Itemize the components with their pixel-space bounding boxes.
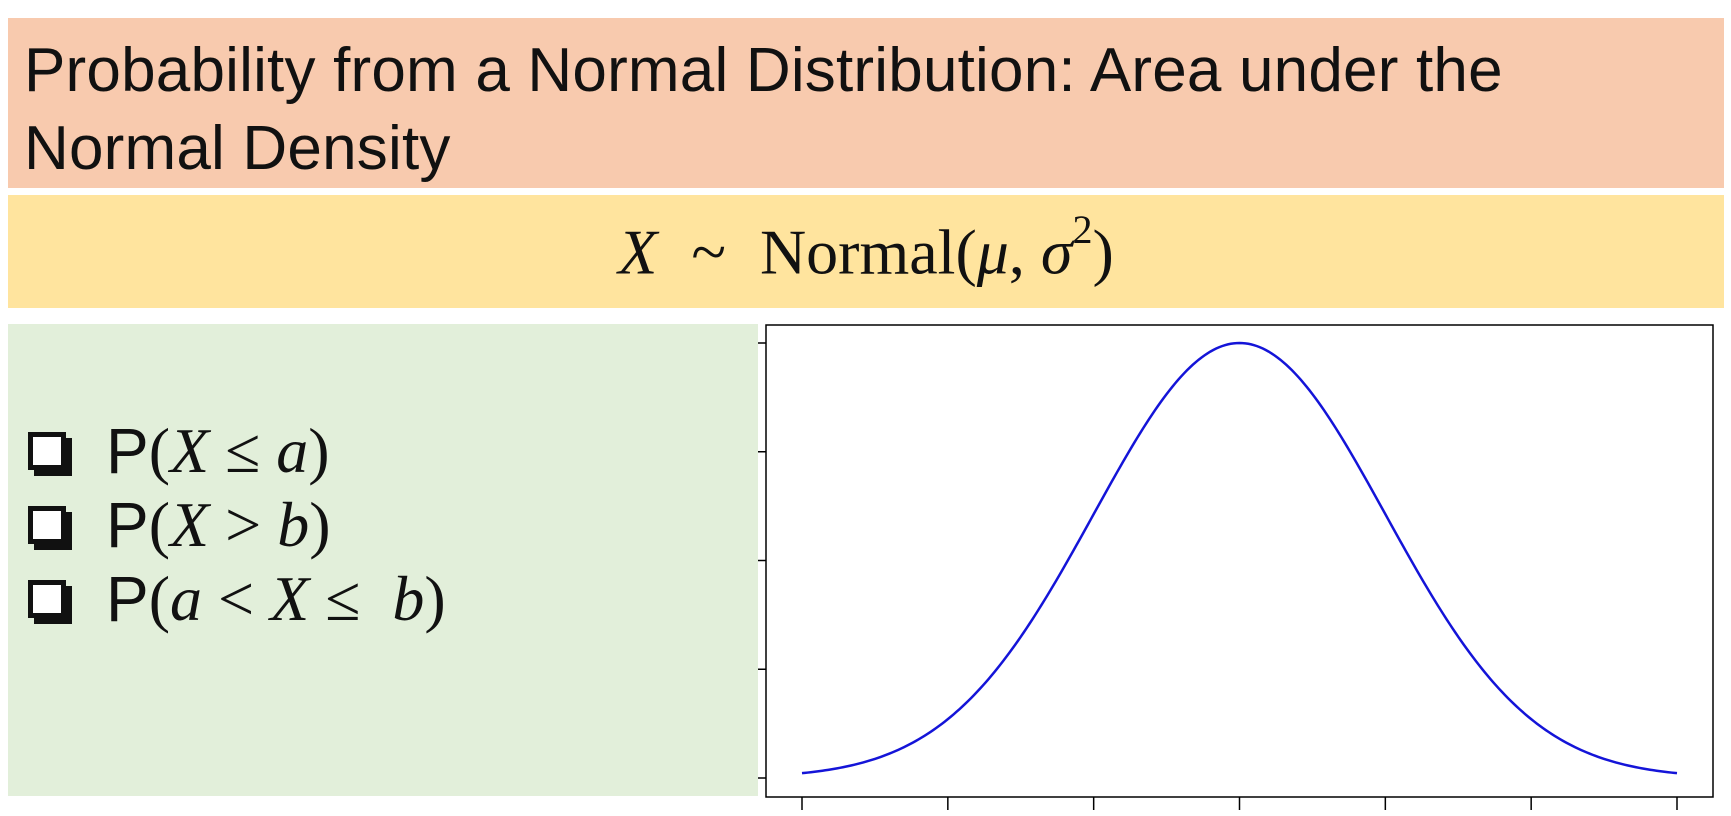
formula-sigma: σ xyxy=(1040,216,1073,288)
prob-p: P xyxy=(106,489,149,561)
formula-open-paren: ( xyxy=(955,216,977,288)
formula-comma: , xyxy=(1008,216,1041,288)
title-line-1: Probability from a Normal Distribution: … xyxy=(24,36,1503,105)
formula-dist-name: Normal xyxy=(759,216,956,288)
title-line-2: Normal Density xyxy=(24,114,451,183)
probability-list: P(X ≤ a) P(X > b) P(a < X ≤ b) xyxy=(28,414,446,636)
prob-op: ≤ xyxy=(309,563,393,634)
y-axis-ticks xyxy=(758,342,766,779)
prob-term: X xyxy=(170,489,210,560)
prob-op: ≤ xyxy=(209,415,277,486)
prob-term: a xyxy=(170,563,202,634)
close-paren: ) xyxy=(309,489,331,560)
open-paren: ( xyxy=(148,489,170,560)
density-curve xyxy=(801,341,1678,775)
prob-op: < xyxy=(202,563,271,634)
list-item: P(X > b) xyxy=(28,488,446,562)
formula-mu: μ xyxy=(976,216,1009,288)
list-item: P(a < X ≤ b) xyxy=(28,562,446,636)
formula-power: 2 xyxy=(1072,206,1093,252)
close-paren: ) xyxy=(308,415,330,486)
prob-term: X xyxy=(170,415,210,486)
open-paren: ( xyxy=(148,563,170,634)
prob-term: a xyxy=(276,415,309,486)
formula-variable: X xyxy=(618,216,658,288)
close-paren: ) xyxy=(424,563,446,634)
distribution-formula: X ~ Normal(μ, σ2) xyxy=(618,207,1114,289)
x-axis-ticks xyxy=(801,797,1678,810)
title-banner: Probability from a Normal Distribution: … xyxy=(8,18,1724,188)
open-paren: ( xyxy=(148,415,170,486)
checkbox-bullet-icon xyxy=(28,506,66,544)
prob-op: > xyxy=(209,489,278,560)
formula-close-paren: ) xyxy=(1092,216,1114,288)
prob-term: b xyxy=(392,563,425,634)
prob-p: P xyxy=(106,563,149,635)
prob-term: b xyxy=(277,489,310,560)
list-item: P(X ≤ a) xyxy=(28,414,446,488)
prob-term: X xyxy=(270,563,310,634)
checkbox-bullet-icon xyxy=(28,432,66,470)
checkbox-bullet-icon xyxy=(28,580,66,618)
plot-frame xyxy=(765,324,1714,798)
probability-list-panel: P(X ≤ a) P(X > b) P(a < X ≤ b) xyxy=(8,324,758,796)
formula-banner: X ~ Normal(μ, σ2) xyxy=(8,195,1724,308)
prob-p: P xyxy=(106,415,149,487)
formula-tilde: ~ xyxy=(691,216,726,288)
